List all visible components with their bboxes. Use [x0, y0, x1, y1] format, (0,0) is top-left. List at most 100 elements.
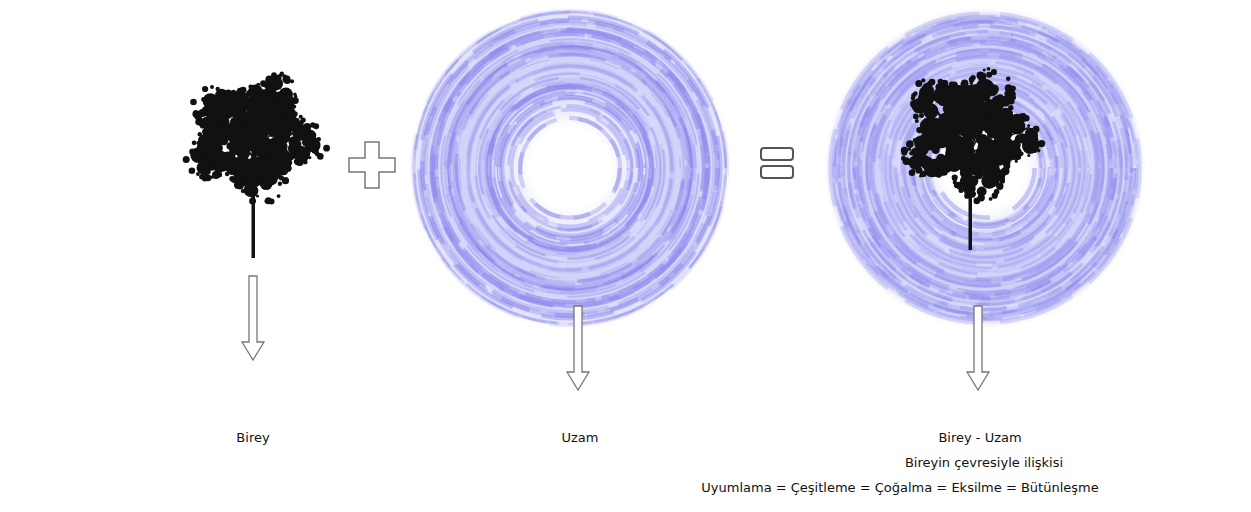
swirl-stroke — [935, 118, 1034, 217]
tree-leaf — [304, 133, 310, 139]
swirl-stroke — [494, 92, 647, 245]
swirl-stroke — [454, 52, 686, 284]
tree-leaf — [970, 82, 973, 85]
tree-leaf — [939, 165, 948, 174]
tree-leaf — [901, 147, 908, 154]
swirl-stroke — [437, 35, 704, 302]
swirl-stroke — [838, 21, 1133, 316]
tree-leaf — [195, 119, 201, 125]
swirl-stroke — [839, 22, 1131, 314]
tree-leaf — [205, 140, 217, 152]
tree-leaf — [915, 119, 919, 123]
swirl-stroke — [414, 12, 726, 324]
tree-leaf — [989, 197, 993, 201]
tree-leaf — [986, 72, 992, 78]
swirl-stroke — [849, 32, 1121, 304]
tree-leaf — [196, 172, 200, 176]
tree-leaf — [978, 194, 985, 201]
tree-leaf — [901, 158, 904, 161]
tree-leaf — [284, 78, 288, 82]
tree-leaf — [953, 122, 967, 136]
tree-leaf — [1038, 140, 1045, 147]
tree-silhouette — [901, 67, 1045, 250]
swirl-stroke — [835, 18, 1136, 319]
swirl-stroke — [456, 54, 684, 282]
swirl-stroke — [413, 11, 727, 325]
swirl-stroke — [843, 26, 1127, 310]
tree-leaf — [283, 75, 291, 83]
swirl-stroke — [870, 53, 1099, 282]
swirl-stroke — [494, 92, 645, 243]
swirl-stroke — [434, 32, 706, 304]
swirl-stroke — [508, 106, 632, 230]
swirl-stroke — [874, 57, 1096, 279]
swirl-stroke — [508, 106, 632, 230]
swirl-stroke — [490, 88, 651, 249]
swirl-stroke — [885, 68, 1085, 268]
swirl-stroke — [475, 73, 664, 262]
tree-leaf — [918, 95, 930, 107]
swirl-stroke — [844, 27, 1127, 310]
tree-leaf — [984, 99, 996, 111]
swirl-stroke — [445, 43, 696, 294]
tree-leaf — [908, 148, 911, 151]
tree-leaf — [231, 179, 234, 182]
swirl-stroke — [491, 89, 650, 248]
tree-leaf — [1025, 128, 1038, 141]
tree-leaf — [232, 132, 239, 139]
tree-silhouette — [183, 72, 330, 258]
tree-leaf — [189, 168, 196, 175]
tree-leaf — [235, 157, 242, 164]
swirl-stroke — [879, 62, 1090, 273]
swirl-stroke — [835, 18, 1134, 317]
swirl-stroke — [924, 107, 1046, 229]
tree-leaf — [316, 137, 321, 142]
swirl-stroke — [835, 18, 1136, 319]
swirl-stroke — [921, 104, 1050, 233]
swirl-stroke — [839, 22, 1132, 315]
swirl-ground — [408, 6, 732, 330]
tree-leaf — [1005, 164, 1011, 170]
tree-leaf — [920, 119, 934, 133]
swirl-stroke — [430, 28, 710, 308]
swirl-stroke — [917, 100, 1052, 235]
swirl-stroke — [502, 100, 637, 235]
tree-leaf — [1027, 124, 1030, 127]
tree-leaf — [918, 135, 930, 147]
tree-leaf — [1015, 156, 1019, 160]
swirl-stroke — [872, 55, 1098, 281]
swirl-stroke — [914, 97, 1057, 240]
tree-leaf — [230, 116, 242, 128]
tree-leaf — [929, 171, 935, 177]
swirl-stroke — [882, 65, 1088, 271]
tree-leaf — [201, 119, 209, 127]
swirl-stroke — [448, 46, 692, 290]
tree-leaf — [990, 85, 999, 94]
tree-leaf — [980, 148, 989, 157]
tree-leaf — [973, 164, 983, 174]
tree-leaf — [292, 145, 307, 160]
tree-leaf — [299, 115, 303, 119]
swirl-stroke — [497, 95, 642, 240]
tree-leaf — [203, 158, 212, 167]
tree-leaf — [920, 171, 927, 178]
tree-leaf — [970, 75, 975, 80]
tree-leaf — [192, 140, 197, 145]
tree-leaf — [280, 72, 284, 76]
swirl-stroke — [515, 113, 626, 224]
swirl-stroke — [482, 80, 658, 256]
swirl-stroke — [489, 87, 651, 249]
note: Bireyin çevresiyle ilişkisi — [905, 455, 1063, 471]
swirl-stroke — [867, 50, 1102, 285]
swirl-stroke — [476, 74, 664, 262]
tree-leaf — [907, 161, 911, 165]
tree-leaf — [1006, 76, 1011, 81]
swirl-stroke — [839, 22, 1131, 314]
tree-leaf — [936, 83, 943, 90]
swirl-stroke — [844, 27, 1126, 309]
swirl-stroke — [925, 108, 1045, 228]
tree-leaf — [279, 94, 293, 108]
swirl-stroke — [456, 54, 683, 281]
tree-leaf — [911, 93, 916, 98]
tree-leaf — [317, 153, 324, 160]
